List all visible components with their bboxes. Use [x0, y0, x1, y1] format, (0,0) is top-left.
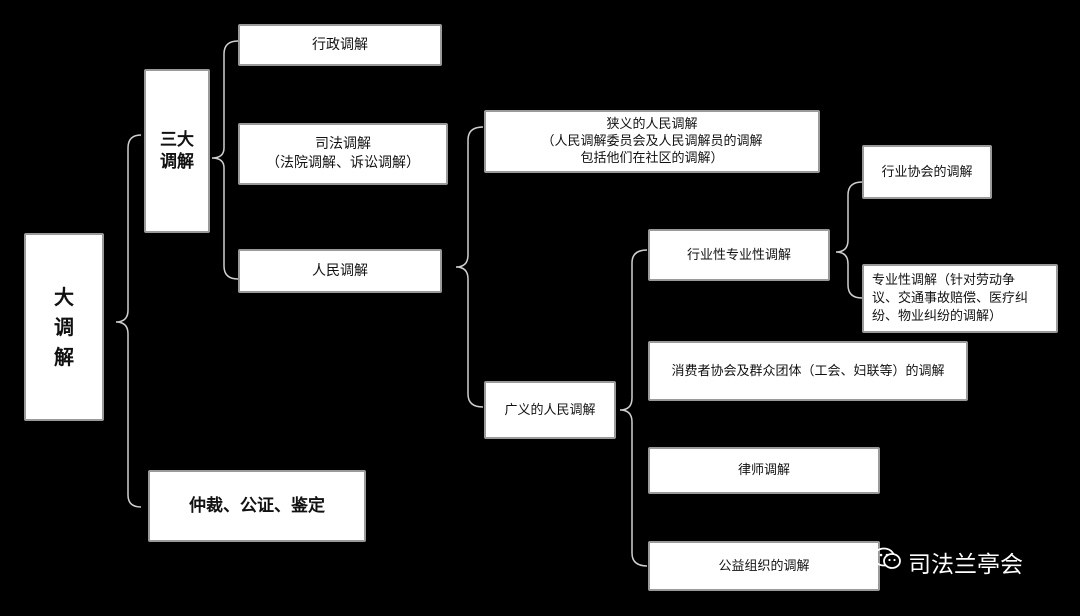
node-industry-professional: 行业性专业性调解	[648, 229, 830, 281]
node-arbitration: 仲裁、公证、鉴定	[148, 470, 366, 542]
node-consumer-association: 消费者协会及群众团体（工会、妇联等）的调解	[648, 341, 968, 401]
watermark-text: 司法兰亭会	[908, 552, 1023, 578]
node-people-mediation: 人民调解	[238, 249, 442, 293]
node-industry-association: 行业协会的调解	[862, 145, 992, 199]
node-judicial-mediation: 司法调解 （法院调解、诉讼调解）	[238, 123, 448, 185]
brace-root	[115, 134, 142, 508]
node-lawyer-mediation: 律师调解	[648, 447, 880, 494]
brace-industry	[835, 181, 863, 299]
node-admin-mediation: 行政调解	[238, 24, 442, 66]
node-narrow-people-mediation: 狭义的人民调解 （人民调解委员会及人民调解员的调解 包括他们在社区的调解）	[484, 110, 820, 173]
watermark: 司法兰亭会	[872, 545, 1023, 579]
node-root: 大 调 解	[24, 233, 104, 421]
wechat-icon	[872, 546, 902, 578]
node-charity-mediation: 公益组织的调解	[648, 541, 880, 591]
brace-broad	[619, 249, 648, 567]
brace-three	[211, 40, 239, 280]
node-professional-mediation: 专业性调解（针对劳动争 议、交通事故赔偿、医疗纠 纷、物业纠纷的调解）	[862, 264, 1058, 333]
node-three-mediations: 三大 调解	[144, 69, 210, 233]
brace-people	[455, 126, 484, 408]
node-broad-people-mediation: 广义的人民调解	[484, 381, 616, 439]
